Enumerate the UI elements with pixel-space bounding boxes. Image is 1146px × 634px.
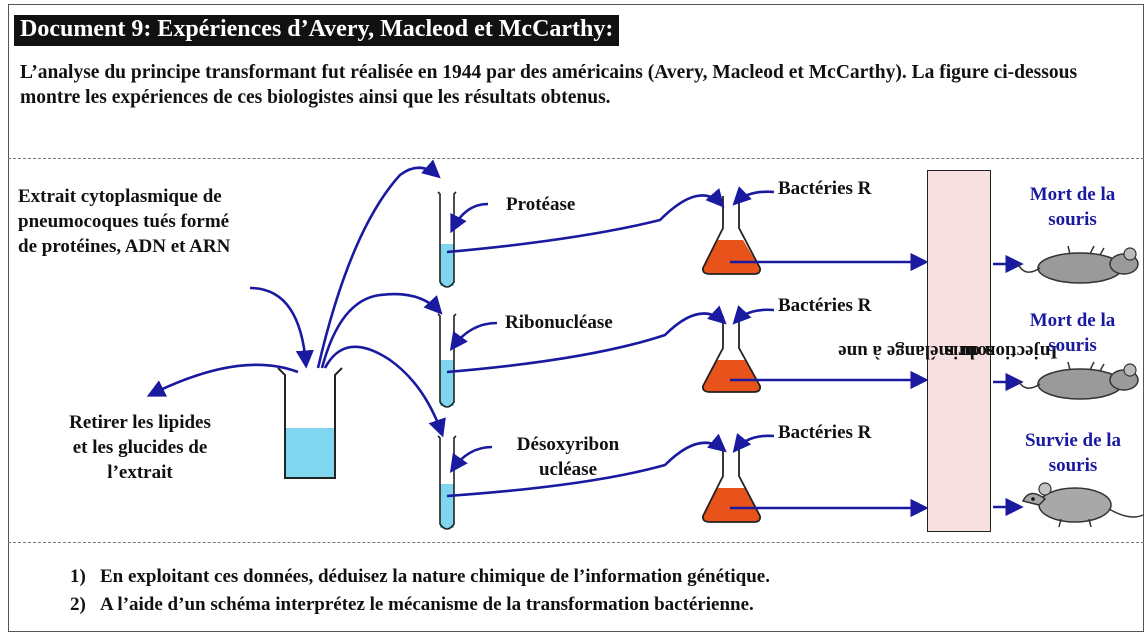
- bacteria-label-2: Bactéries R: [778, 295, 872, 316]
- result-label-line1: Survie de la: [1024, 430, 1122, 451]
- document-title: Document 9: Expériences d’Avery, Macleod…: [14, 15, 620, 46]
- intro-paragraph: L’analyse du principe transformant fut r…: [20, 62, 1078, 108]
- bacteria-label-1: Bactéries R: [778, 178, 872, 199]
- extract-label-line3: de protéines, ADN et ARN: [18, 236, 231, 257]
- remove-label-line2: et les glucides de: [72, 437, 208, 458]
- enzyme-label-line1: Protéase: [506, 194, 576, 215]
- remove-lipids-label: Retirer les lipides et les glucides de l…: [30, 410, 250, 485]
- separator-top: [8, 158, 1144, 159]
- flask-3: [701, 446, 762, 523]
- enzyme-label-ribonuclease: Ribonucléase: [505, 310, 613, 335]
- question-number: 1): [70, 566, 86, 587]
- remove-label-line3: l’extrait: [107, 462, 173, 483]
- result-label-line2: souris: [1048, 455, 1098, 476]
- question-1: 1) En exploitant ces données, déduisez la…: [70, 566, 770, 588]
- question-number: 2): [70, 594, 86, 615]
- test-tube-2: [437, 313, 457, 408]
- separator-bottom: [8, 542, 1144, 543]
- question-text: A l’aide d’un schéma interprétez le méca…: [100, 594, 754, 615]
- test-tube-1: [437, 191, 457, 288]
- extract-label-line2: pneumocoques tués formé: [18, 211, 230, 232]
- bacteria-label-3: Bactéries R: [778, 422, 872, 443]
- result-label-line2: souris: [1048, 209, 1097, 230]
- result-label-1: Mort de la souris: [1005, 182, 1140, 232]
- arrows: [146, 159, 1024, 518]
- enzyme-label-dnase: Désoxyribon ucléase: [498, 432, 638, 482]
- dead-mouse-icon: [1017, 361, 1139, 400]
- alive-mouse-icon: [1021, 482, 1144, 528]
- extract-label-line1: Extrait cytoplasmique de: [18, 186, 222, 207]
- result-label-line2: souris: [1048, 335, 1097, 356]
- beaker: [277, 367, 343, 479]
- extract-label: Extrait cytoplasmique de pneumocoques tu…: [18, 184, 318, 259]
- dead-mouse-icon: [1017, 245, 1139, 284]
- document-frame: [8, 4, 1144, 632]
- flask-1: [701, 196, 762, 275]
- result-label-3: Survie de la souris: [1002, 428, 1144, 478]
- result-label-line1: Mort de la: [1029, 184, 1116, 205]
- flask-2: [701, 316, 762, 393]
- injection-box: [927, 170, 991, 532]
- test-tube-3: [437, 435, 457, 530]
- enzyme-label-line1: Ribonucléase: [505, 312, 613, 333]
- enzyme-label-protease: Protéase: [506, 192, 575, 217]
- question-text: En exploitant ces données, déduisez la n…: [100, 566, 770, 587]
- enzyme-label-line1: Désoxyribon: [516, 434, 620, 455]
- question-2: 2) A l’aide d’un schéma interprétez le mé…: [70, 594, 754, 616]
- remove-label-line1: Retirer les lipides: [69, 412, 211, 433]
- enzyme-label-line2: ucléase: [538, 459, 598, 480]
- result-label-line1: Mort de la: [1029, 310, 1116, 331]
- result-label-2: Mort de la souris: [1005, 308, 1140, 358]
